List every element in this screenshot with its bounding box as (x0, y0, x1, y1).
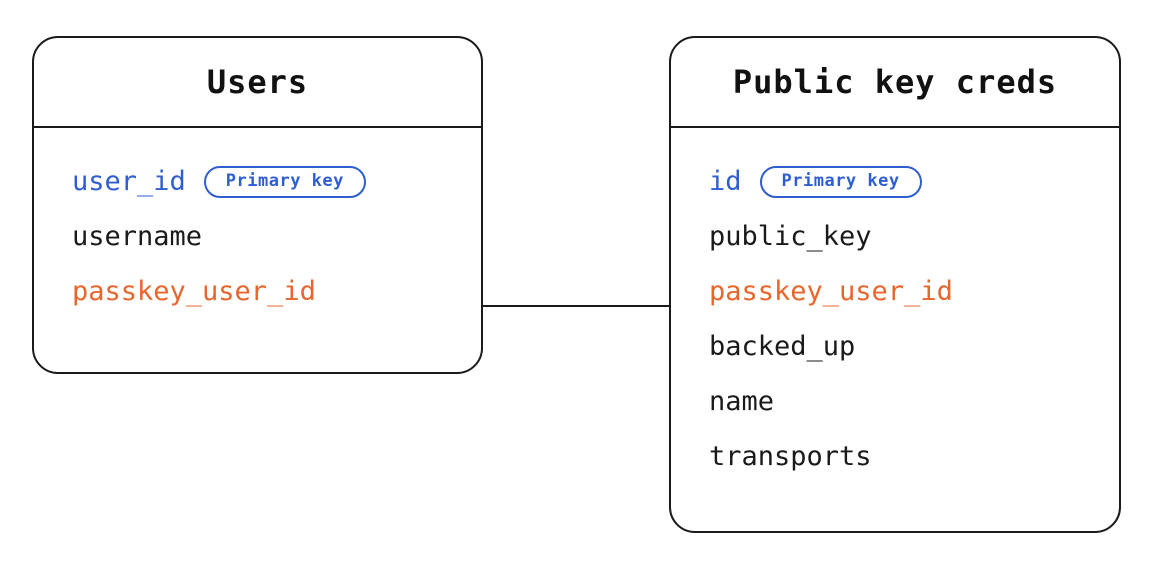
field-row[interactable]: public_key (709, 209, 1119, 264)
field-row[interactable]: username (72, 209, 481, 264)
field-row[interactable]: passkey_user_id (709, 264, 1119, 319)
field-name: passkey_user_id (72, 276, 316, 307)
field-name: public_key (709, 221, 872, 252)
relationship-line-users-to-public-key-creds (483, 305, 669, 307)
field-row[interactable]: passkey_user_id (72, 264, 481, 319)
field-row[interactable]: name (709, 374, 1119, 429)
field-name: backed_up (709, 331, 856, 362)
field-row[interactable]: transports (709, 429, 1119, 484)
primary-key-badge: Primary key (203, 165, 366, 198)
field-name: passkey_user_id (709, 276, 953, 307)
entity-header-public-key-creds: Public key creds (671, 38, 1119, 128)
field-name: transports (709, 441, 872, 472)
primary-key-badge: Primary key (759, 165, 922, 198)
field-row[interactable]: user_id Primary key (72, 154, 481, 209)
entity-title: Users (206, 63, 309, 101)
field-name: user_id (72, 166, 186, 197)
field-name: id (709, 166, 742, 197)
field-row[interactable]: id Primary key (709, 154, 1119, 209)
field-name: username (72, 221, 203, 252)
field-row[interactable]: backed_up (709, 319, 1119, 374)
field-name: name (709, 386, 775, 417)
entity-header-users: Users (34, 38, 481, 128)
entity-title: Public key creds (732, 63, 1058, 101)
